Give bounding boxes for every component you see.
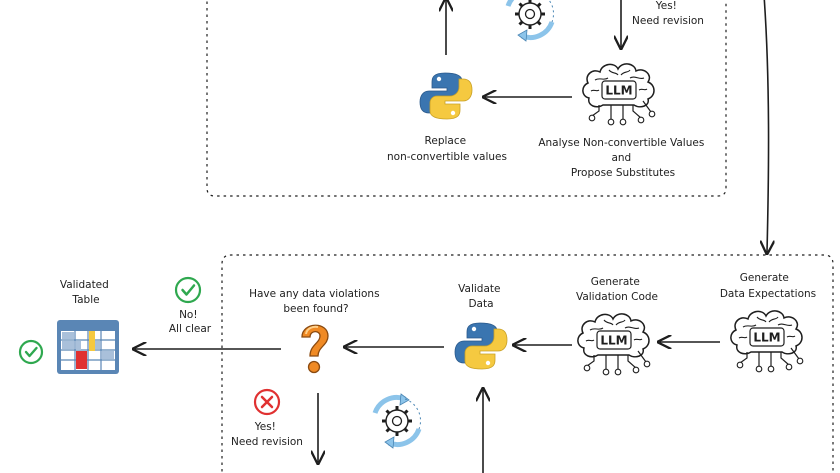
top-section-border xyxy=(206,0,727,197)
top-section: Yes! Need revision LLM Replace non-conve… xyxy=(206,0,769,252)
table-icon xyxy=(57,320,119,374)
bottom-section-border xyxy=(221,254,834,473)
revision-label-bottom: Yes! Need revision xyxy=(231,421,303,448)
generate-expectations-label: Generate Data Expectations xyxy=(720,272,816,300)
llm-brain-icon: LLM xyxy=(577,313,651,376)
check-icon xyxy=(18,339,44,365)
question-icon xyxy=(301,324,329,374)
check-icon xyxy=(174,276,202,304)
llm-brain-icon: LLM xyxy=(582,63,656,126)
llm-label: LLM xyxy=(605,84,632,98)
llm-brain-icon: LLM xyxy=(730,310,804,373)
cross-icon xyxy=(253,388,281,416)
python-icon xyxy=(419,72,473,120)
llm-label: LLM xyxy=(600,334,627,348)
generate-code-label: Generate Validation Code xyxy=(576,276,658,303)
validate-data-label: Validate Data xyxy=(458,283,504,310)
python-icon xyxy=(454,322,508,370)
bottom-section: Validated Table xyxy=(18,254,834,473)
llm-label: LLM xyxy=(753,331,780,345)
gear-cycle-icon xyxy=(375,394,421,448)
violations-question-label: Have any data violations been found? xyxy=(249,288,383,315)
validated-table-label: Validated Table xyxy=(60,279,112,306)
no-clear-label: No! All clear xyxy=(169,309,212,335)
replace-label: Replace non-convertible values xyxy=(387,135,507,163)
revision-label-top: Yes! Need revision xyxy=(632,0,704,27)
gear-cycle-icon xyxy=(508,0,554,41)
arrow-top-to-bottom xyxy=(764,0,769,252)
analyse-label: Analyse Non-convertible Values and Propo… xyxy=(538,137,707,179)
